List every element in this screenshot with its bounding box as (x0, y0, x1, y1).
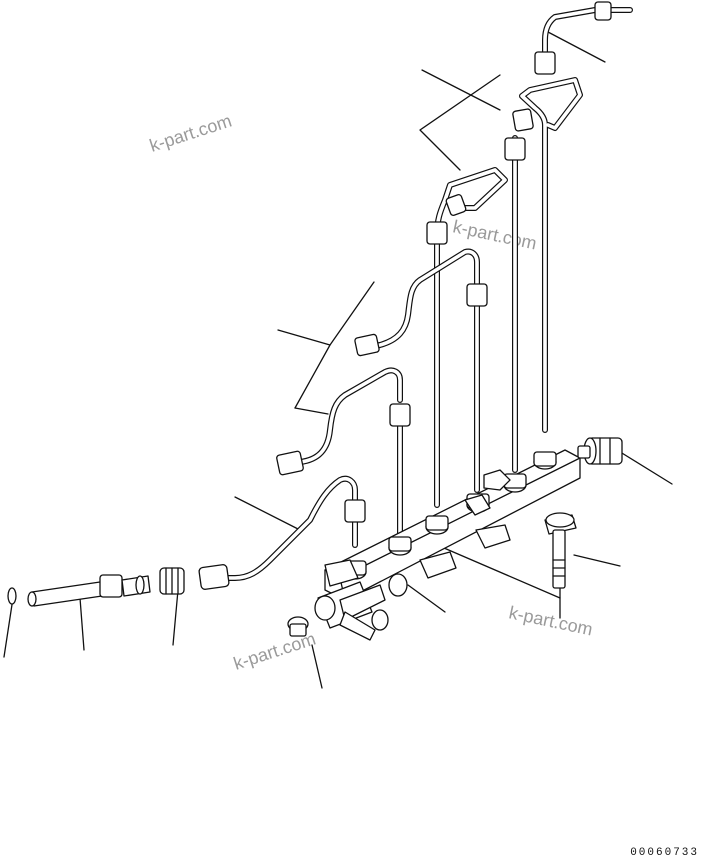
connector (159, 567, 185, 595)
sleeve-nuts (198, 1, 612, 590)
o-ring (7, 587, 17, 605)
common-rail (324, 449, 581, 601)
injection-pipes (212, 7, 633, 581)
watermark-4: k-part.com (507, 602, 594, 639)
plug (287, 616, 309, 637)
watermark-2: k-part.com (451, 216, 538, 253)
watermark-1: k-part.com (147, 111, 234, 156)
injector (27, 574, 151, 607)
flow-damper (314, 573, 408, 641)
leader-lines (3, 31, 673, 689)
pressure-sensor (577, 437, 623, 465)
drawing-code: 00060733 (630, 847, 699, 859)
mounting-bolt (544, 512, 577, 589)
